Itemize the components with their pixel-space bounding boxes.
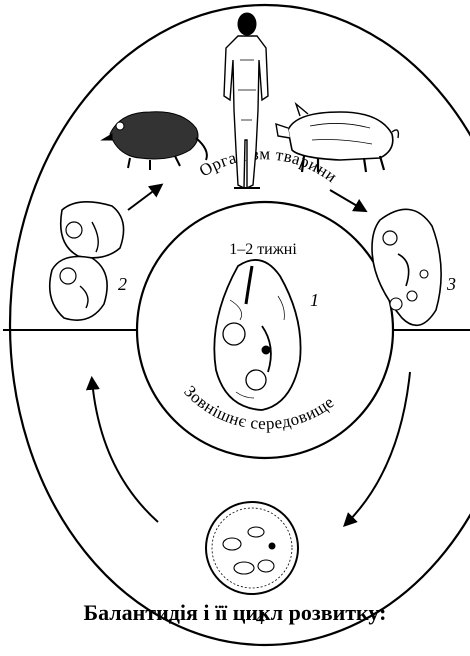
rat-icon xyxy=(102,112,207,170)
arrow-to-stage3 xyxy=(330,190,364,210)
stage-number-1: 1 xyxy=(310,290,319,310)
stage-4-cyst xyxy=(206,502,298,594)
label-duration: 1–2 тижні xyxy=(229,241,297,258)
arrow-to-stage2 xyxy=(92,380,158,522)
stage-2-dividing-cell xyxy=(50,202,124,320)
stage-number-2: 2 xyxy=(118,274,127,294)
stage-number-3: 3 xyxy=(446,274,456,294)
arrow-to-rat xyxy=(128,186,160,210)
figure-caption: Балантидія і її цикл розвитку: xyxy=(0,600,470,626)
